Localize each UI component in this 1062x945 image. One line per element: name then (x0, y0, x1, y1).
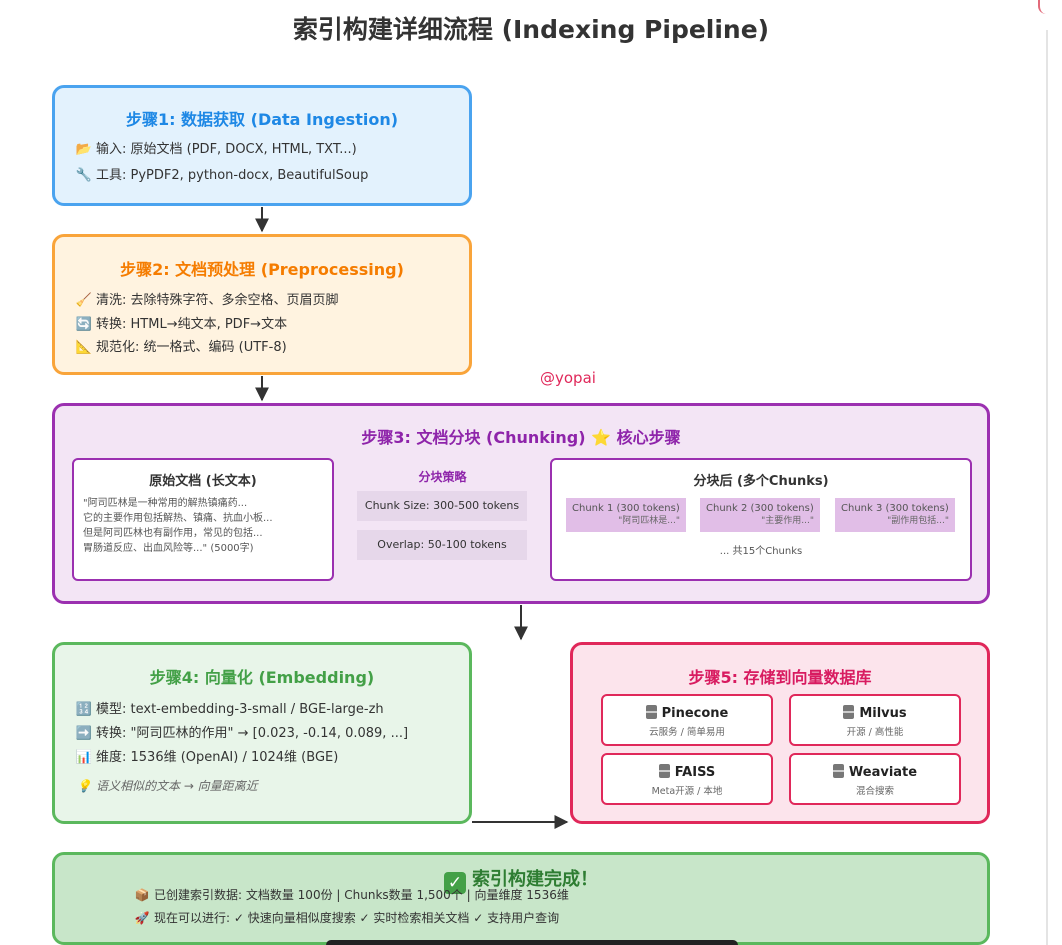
watermark: @yopai (540, 369, 596, 387)
original-document-panel: 原始文档 (长文本) "阿司匹林是一种常用的解热镇痛药... 它的主要作用包括解… (72, 458, 334, 581)
chunk-card: Chunk 2 (300 tokens)"主要作用..." (700, 498, 820, 532)
numbers-icon: 🔢 (75, 702, 93, 717)
package-icon: 📦 (134, 888, 150, 902)
step2-box: 步骤2: 文档预处理 (Preprocessing) 🧹清洗: 去除特殊字符、多… (52, 234, 472, 375)
step1-heading: 步骤1: 数据获取 (Data Ingestion) (125, 110, 399, 129)
database-icon (832, 764, 844, 778)
step4-dimension-line: 📊维度: 1536维 (OpenAI) / 1024维 (BGE) (75, 750, 339, 765)
db-card-faiss: FAISS Meta开源 / 本地 (601, 753, 773, 805)
step3-heading: 步骤3: 文档分块 (Chunking) ⭐ 核心步骤 (361, 428, 681, 447)
scrollbar-track (1046, 30, 1048, 945)
bar-chart-icon: 📊 (75, 750, 93, 765)
database-icon (843, 705, 855, 719)
arrow-right-icon: ➡️ (75, 726, 93, 741)
db-card-weaviate: Weaviate 混合搜索 (789, 753, 961, 805)
db-card-milvus: Milvus 开源 / 高性能 (789, 694, 961, 746)
step4-heading: 步骤4: 向量化 (Embedding) (149, 668, 375, 687)
lightbulb-icon: 💡 (76, 779, 92, 793)
star-icon: ⭐ (591, 428, 612, 447)
database-icon (658, 764, 670, 778)
refresh-icon: 🔄 (75, 317, 93, 332)
step2-normalize-line: 📐规范化: 统一格式、编码 (UTF-8) (75, 340, 287, 355)
original-document-excerpt: "阿司匹林是一种常用的解热镇痛药... 它的主要作用包括解热、镇痛、抗血小板..… (83, 498, 273, 554)
chunk-card: Chunk 1 (300 tokens)"阿司匹林是..." (566, 498, 686, 532)
broom-icon: 🧹 (75, 293, 93, 308)
completion-heading: ✓索引构建完成！ (55, 865, 987, 894)
db-card-pinecone: Pinecone 云服务 / 简单易用 (601, 694, 773, 746)
step1-tools-line: 🔧工具: PyPDF2, python-docx, BeautifulSoup (75, 168, 369, 183)
chunks-total: ... 共15个Chunks (719, 546, 803, 557)
step3-box: 步骤3: 文档分块 (Chunking) ⭐ 核心步骤 原始文档 (长文本) "… (52, 403, 990, 604)
bottom-bar (326, 940, 738, 945)
chunk-card: Chunk 3 (300 tokens)"副作用包括..." (835, 498, 955, 532)
step4-convert-line: ➡️转换: "阿司匹林的作用" → [0.023, -0.14, 0.089, … (75, 726, 409, 741)
step2-heading: 步骤2: 文档预处理 (Preprocessing) (120, 260, 404, 279)
step5-heading: 步骤5: 存储到向量数据库 (688, 668, 872, 687)
completion-stats: 📦已创建索引数据: 文档数量 100份 | Chunks数量 1,500个 | … (134, 888, 569, 902)
page-title: 索引构建详细流程 (Indexing Pipeline) (292, 15, 770, 44)
overlap-tag: Overlap: 50-100 tokens (357, 530, 527, 560)
completion-capabilities: 🚀现在可以进行: ✓ 快速向量相似度搜索 ✓ 实时检索相关文档 ✓ 支持用户查询 (134, 911, 560, 925)
step2-convert-line: 🔄转换: HTML→纯文本, PDF→文本 (75, 317, 288, 332)
step1-box: 步骤1: 数据获取 (Data Ingestion) 📂输入: 原始文档 (PD… (52, 85, 472, 206)
step1-input-line: 📂输入: 原始文档 (PDF, DOCX, HTML, TXT...) (75, 142, 357, 157)
wrench-icon: 🔧 (75, 168, 93, 183)
ruler-icon: 📐 (75, 340, 93, 355)
step2-clean-line: 🧹清洗: 去除特殊字符、多余空格、页眉页脚 (75, 293, 339, 308)
chunks-panel: 分块后 (多个Chunks) Chunk 1 (300 tokens)"阿司匹林… (550, 458, 972, 581)
step4-note: 💡语义相似的文本 → 向量距离近 (76, 779, 258, 793)
check-icon: ✓ (444, 872, 466, 894)
step4-model-line: 🔢模型: text-embedding-3-small / BGE-large-… (75, 702, 384, 717)
step4-box: 步骤4: 向量化 (Embedding) 🔢模型: text-embedding… (52, 642, 472, 824)
chunk-size-tag: Chunk Size: 300-500 tokens (357, 491, 527, 521)
folder-icon: 📂 (75, 142, 93, 157)
original-document-title: 原始文档 (长文本) (149, 474, 257, 489)
chunks-title: 分块后 (多个Chunks) (693, 474, 829, 489)
completion-box: ✓索引构建完成！ 📦已创建索引数据: 文档数量 100份 | Chunks数量 … (52, 852, 990, 945)
strategy-label: 分块策略 (418, 470, 467, 484)
database-icon (645, 705, 657, 719)
rocket-icon: 🚀 (134, 911, 150, 925)
edge-mark (1038, 0, 1050, 14)
step5-box: 步骤5: 存储到向量数据库 Pinecone 云服务 / 简单易用 Milvus… (570, 642, 990, 824)
